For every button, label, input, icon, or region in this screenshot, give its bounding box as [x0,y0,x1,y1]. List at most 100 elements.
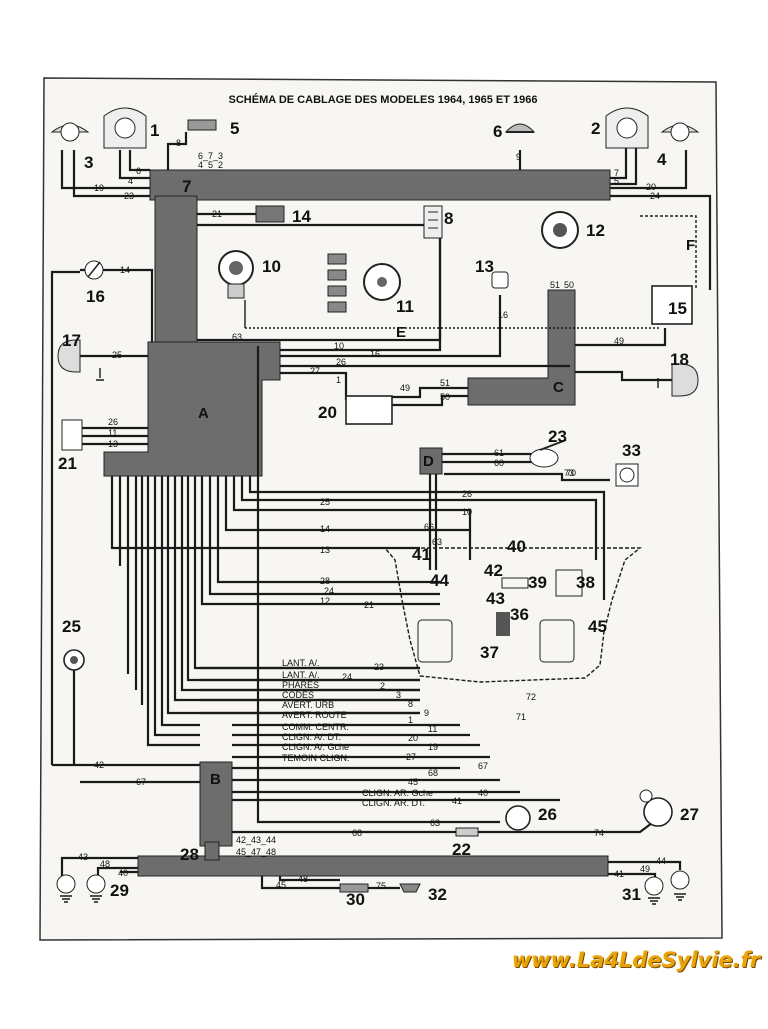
wire-number: 11 [108,428,117,438]
component-22-fuse [455,827,479,837]
wire-number: 24 [342,672,352,682]
wire-number: 43 [78,852,88,862]
wire-number: 63 [232,332,242,342]
component-23-wiper-motor [529,439,567,468]
component-label: 25 [62,617,81,636]
wire-label-clign-ar-dt: CLIGN. AR. DT. [362,798,425,808]
wire-number: 50 [440,392,450,402]
wire-number: 1 [408,715,413,725]
wire-number: 23 [124,191,134,201]
component-18-lamp [671,363,699,397]
component-14-ignition [255,205,285,223]
wire-number: 74 [594,828,604,838]
wire-number: 73 [564,468,574,478]
component-label: 26 [538,805,557,824]
wire-label-lant-av: LANT. A/. [282,658,320,668]
wire-number: 48 [100,859,110,869]
component-label: 32 [428,885,447,904]
wire-number: 75 [376,881,386,891]
wire-number: 8 [408,699,413,709]
component-21-switch [61,419,83,451]
component-33-fan [615,463,639,487]
group-label: 42_43_44 [236,835,276,845]
wire-number: 14 [320,524,330,534]
component-10-dynamo [218,250,254,299]
wire-number: 16 [498,310,508,320]
wire-number: 68 [352,828,362,838]
wire-label-temoin-clign: TEMOIN CLIGN. [282,753,350,763]
wire-number: 25 [320,497,330,507]
component-13-oil-switch [491,271,509,289]
dashboard-panel [383,547,642,683]
wire-number: 1 [336,375,341,385]
component-numbers: 1 2 3 4 5 6 7 8 10 11 12 13 14 15 16 17 … [58,119,699,909]
wire-number: 26 [336,357,346,367]
component-label: 7 [182,177,191,196]
component-3-headlamp [50,122,90,142]
wire-number: 23 [374,662,384,672]
wire-label-clign-av-gche: CLIGN. A/. Gche [282,742,349,752]
wire-label-avert-route: AVERT. ROUTE [282,710,347,720]
wire-label-codes: CODES [282,690,314,700]
wire-function-labels: LANT. A/. LANT. A/. PHARES CODES AVERT. … [282,658,433,808]
wire-number: 19 [94,183,104,193]
bundle-label-F: F [686,237,695,254]
component-label: 3 [84,153,93,172]
wire-number: 49 [614,336,624,346]
component-27-horn [639,789,673,827]
wire-number: 51 [440,378,450,388]
component-label: 45 [588,617,607,636]
component-29-rear-lamps [56,874,106,894]
wire-number: 3 [396,690,401,700]
wire-label-lant-av: LANT. A/. [282,670,320,680]
bundle-A: A [103,341,281,477]
wire-number: 9 [424,708,429,718]
component-31-rear-lamps [644,870,690,896]
wire-number: 14 [120,265,130,275]
wire-number: 20 [646,182,656,192]
component-label: 10 [262,257,281,276]
component-4-headlamp [660,122,700,142]
wire-number: 71 [516,712,526,722]
component-label: 4 [657,150,667,169]
wire-number: 41 [452,796,462,806]
wire-number: 11 [428,724,437,734]
bundle-D: D [419,447,443,475]
wire-label-phares: PHARES [282,680,319,690]
component-26-flasher [505,805,531,831]
wire-number: 42 [94,760,104,770]
component-label: 2 [591,119,600,138]
wire-number: 68 [428,768,438,778]
component-label: 21 [58,454,77,473]
component-label: 40 [507,537,526,556]
wire-number: 7 [614,168,619,178]
component-label: 37 [480,643,499,662]
component-label: 23 [548,427,567,446]
component-label: 6 [493,122,502,141]
component-25-lamp [63,649,85,671]
component-label: 27 [680,805,699,824]
wire-number: 16 [370,349,380,359]
ground-symbols [60,368,686,905]
wire-number: 26 [108,417,118,427]
wire-number: 26 [462,489,472,499]
wire-number: 63 [430,818,440,828]
component-label: 33 [622,441,641,460]
component-11-distributor [327,253,401,313]
bundle-label-A: A [198,405,209,422]
wire-label-clign-av-dt: CLIGN. A/. DT. [282,732,341,742]
wire-number: 50 [564,280,574,290]
component-label: 15 [668,299,687,318]
bundle-label-C: C [553,379,564,396]
component-label: 22 [452,840,471,859]
component-12-starter [541,211,579,249]
component-label: 44 [430,571,449,590]
component-6-lamp [504,123,536,133]
component-label: 18 [670,350,689,369]
wire-number: 21 [212,209,222,219]
group-label: 6_7_3 [198,151,223,161]
wire-label-comm-centr: COMM. CENTR. [282,722,349,732]
component-20-battery [345,395,393,425]
wire-number: 28 [320,576,330,586]
